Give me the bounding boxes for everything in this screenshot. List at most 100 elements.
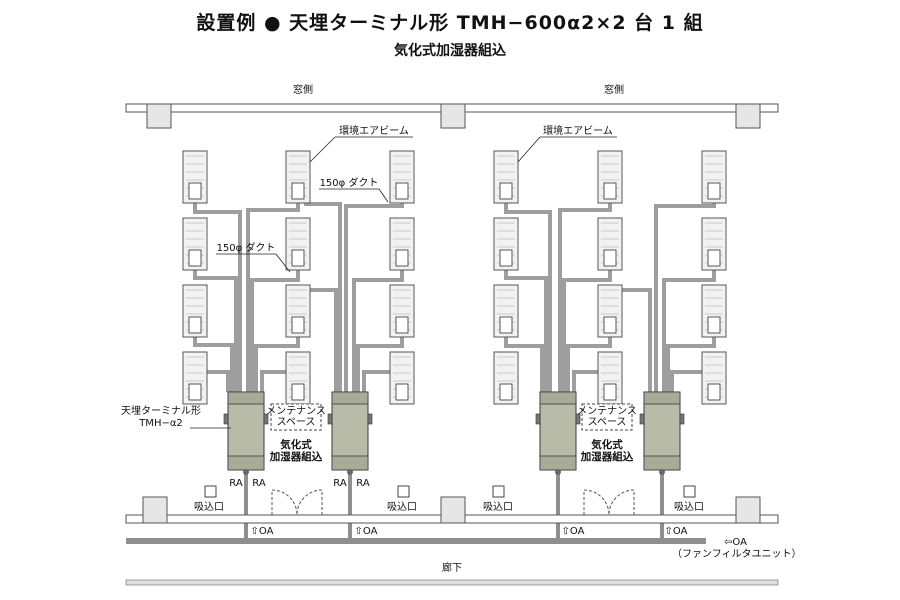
duct xyxy=(558,198,612,392)
beam-outlet xyxy=(188,182,202,200)
corridor-wall-lower xyxy=(125,579,779,586)
ra-label-4: RA xyxy=(356,478,370,489)
air-beam xyxy=(701,150,727,204)
air-beam-leader-right xyxy=(517,136,617,163)
beam-outlet xyxy=(499,316,513,334)
terminal-unit xyxy=(327,391,373,538)
duct xyxy=(246,198,300,392)
air-beam-group xyxy=(182,150,727,405)
duct xyxy=(504,332,544,392)
beam-outlet xyxy=(499,383,513,401)
duct-leader-b xyxy=(216,253,291,273)
duct-callout-a: 150φ ダクト xyxy=(320,176,379,189)
beam-outlet xyxy=(395,383,409,401)
duct-leader-a xyxy=(319,188,389,203)
duct xyxy=(193,332,234,392)
air-beam xyxy=(285,351,311,405)
terminal-unit xyxy=(639,391,685,538)
air-beam xyxy=(597,217,623,271)
beam-outlet xyxy=(395,249,409,267)
ra-label-1: RA xyxy=(229,478,243,489)
duct xyxy=(250,265,300,392)
duct xyxy=(356,332,404,392)
air-beam xyxy=(493,284,519,338)
air-beam xyxy=(701,284,727,338)
air-beam xyxy=(389,150,415,204)
beam-outlet xyxy=(395,182,409,200)
beam-outlet xyxy=(188,249,202,267)
beam-outlet xyxy=(291,182,305,200)
duct-network xyxy=(193,178,716,392)
oa-label-1: ⇧OA xyxy=(251,526,274,537)
maintenance-label-right-2: スペース xyxy=(588,417,627,428)
air-beam xyxy=(493,217,519,271)
terminal-unit-group xyxy=(223,391,685,538)
terminal-unit xyxy=(535,391,581,538)
terminal-unit xyxy=(223,391,269,538)
window-side-label-right: 窓側 xyxy=(604,83,624,96)
oa-riser xyxy=(348,470,352,538)
intake-label-3: 吸込口 xyxy=(483,501,513,513)
page-subtitle: 気化式加湿器組込 xyxy=(394,43,506,59)
air-beam xyxy=(182,351,208,405)
beam-outlet xyxy=(395,316,409,334)
duct xyxy=(662,265,716,392)
unit-callout-line1: 天埋ターミナル形 xyxy=(121,405,201,417)
duct xyxy=(622,288,652,392)
beam-outlet xyxy=(291,316,305,334)
air-beam xyxy=(597,284,623,338)
fan-filter-label: （ファンフィルタユニット） xyxy=(672,548,802,560)
duct xyxy=(566,332,612,392)
ra-label-3: RA xyxy=(333,478,347,489)
air-beam xyxy=(389,284,415,338)
oa-main-duct xyxy=(126,538,706,544)
duct xyxy=(562,265,612,392)
oa-riser xyxy=(556,470,560,538)
duct xyxy=(352,265,404,392)
corridor-wall xyxy=(125,489,779,524)
duct xyxy=(504,198,552,392)
intake-label-2: 吸込口 xyxy=(387,501,417,513)
air-beam xyxy=(701,217,727,271)
air-beam xyxy=(389,217,415,271)
air-beam-callout-right: 環境エアビーム xyxy=(543,124,613,137)
beam-outlet xyxy=(291,383,305,401)
duct xyxy=(193,265,238,392)
air-beam xyxy=(182,217,208,271)
beam-outlet xyxy=(603,182,617,200)
duct xyxy=(504,265,548,392)
air-beam xyxy=(389,351,415,405)
beam-outlet xyxy=(707,383,721,401)
beam-outlet xyxy=(707,316,721,334)
oa-riser xyxy=(244,470,248,538)
duct-callout-b: 150φ ダクト xyxy=(217,241,276,254)
oa-label-4: ⇧OA xyxy=(665,526,688,537)
window-side-label-left: 窓側 xyxy=(293,83,313,96)
beam-outlet xyxy=(499,182,513,200)
oa-label-2: ⇧OA xyxy=(355,526,378,537)
air-beam xyxy=(493,351,519,405)
beam-outlet xyxy=(707,249,721,267)
beam-outlet xyxy=(603,316,617,334)
duct xyxy=(670,370,714,392)
air-beam xyxy=(182,150,208,204)
ra-label-2: RA xyxy=(252,478,266,489)
maintenance-space-right xyxy=(581,403,633,431)
maintenance-space-left xyxy=(270,403,322,431)
corridor-label: 廊下 xyxy=(442,561,462,574)
beam-outlet xyxy=(603,249,617,267)
humidifier-label-left-2: 加湿器組込 xyxy=(269,450,323,463)
duct xyxy=(206,370,230,392)
unit-callout-line2: TMH−α2 xyxy=(138,418,183,429)
duct xyxy=(193,198,242,392)
beam-outlet xyxy=(499,249,513,267)
air-beam xyxy=(285,217,311,271)
air-beam xyxy=(493,150,519,204)
humidifier-label-left-1: 気化式 xyxy=(279,438,312,451)
beam-outlet xyxy=(603,383,617,401)
intake-grille-1 xyxy=(204,485,217,498)
beam-outlet xyxy=(188,316,202,334)
oa-label-3: ⇧OA xyxy=(562,526,585,537)
humidifier-label-right-2: 加湿器組込 xyxy=(580,450,634,463)
